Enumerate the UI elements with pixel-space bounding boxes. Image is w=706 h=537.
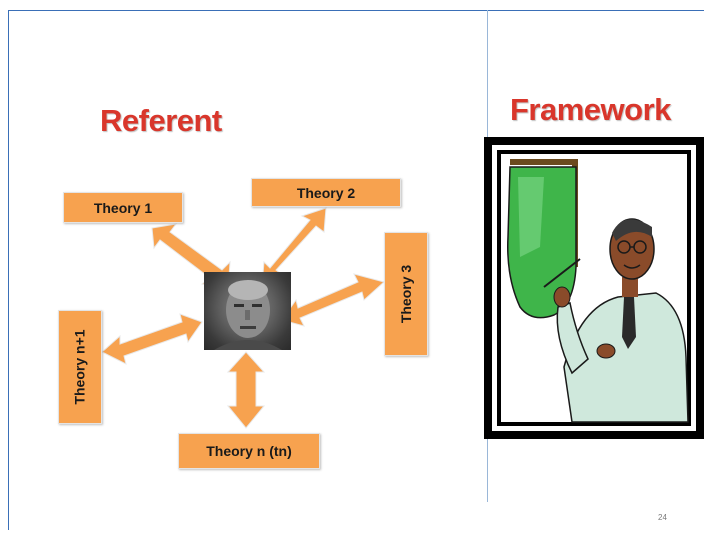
slide-border-left [8,10,9,530]
framework-title: Framework [510,92,671,127]
arrow-theory-n [226,351,266,429]
theory-2-box: Theory 2 [251,178,401,207]
arrow-theory-n1 [101,313,203,365]
theory-1-label: Theory 1 [93,199,153,216]
theory-n-label: Theory n (tn) [206,443,292,459]
presenter-clipart-icon [484,137,704,439]
slide-border-top [8,10,704,11]
referent-title: Referent [100,103,222,138]
theory-2-label: Theory 2 [296,184,356,201]
theory-1-box: Theory 1 [63,192,183,223]
page-number: 24 [658,513,667,522]
arrow-theory-3 [281,273,386,327]
theory-3-box: Theory 3 [384,232,428,356]
person-photo [204,272,291,350]
theory-3-label: Theory 3 [398,264,415,324]
person-photo-icon [214,280,282,350]
theory-n1-box: Theory n+1 [58,310,102,424]
theory-n-box: Theory n (tn) [178,433,320,469]
theory-n1-label: Theory n+1 [72,329,88,405]
